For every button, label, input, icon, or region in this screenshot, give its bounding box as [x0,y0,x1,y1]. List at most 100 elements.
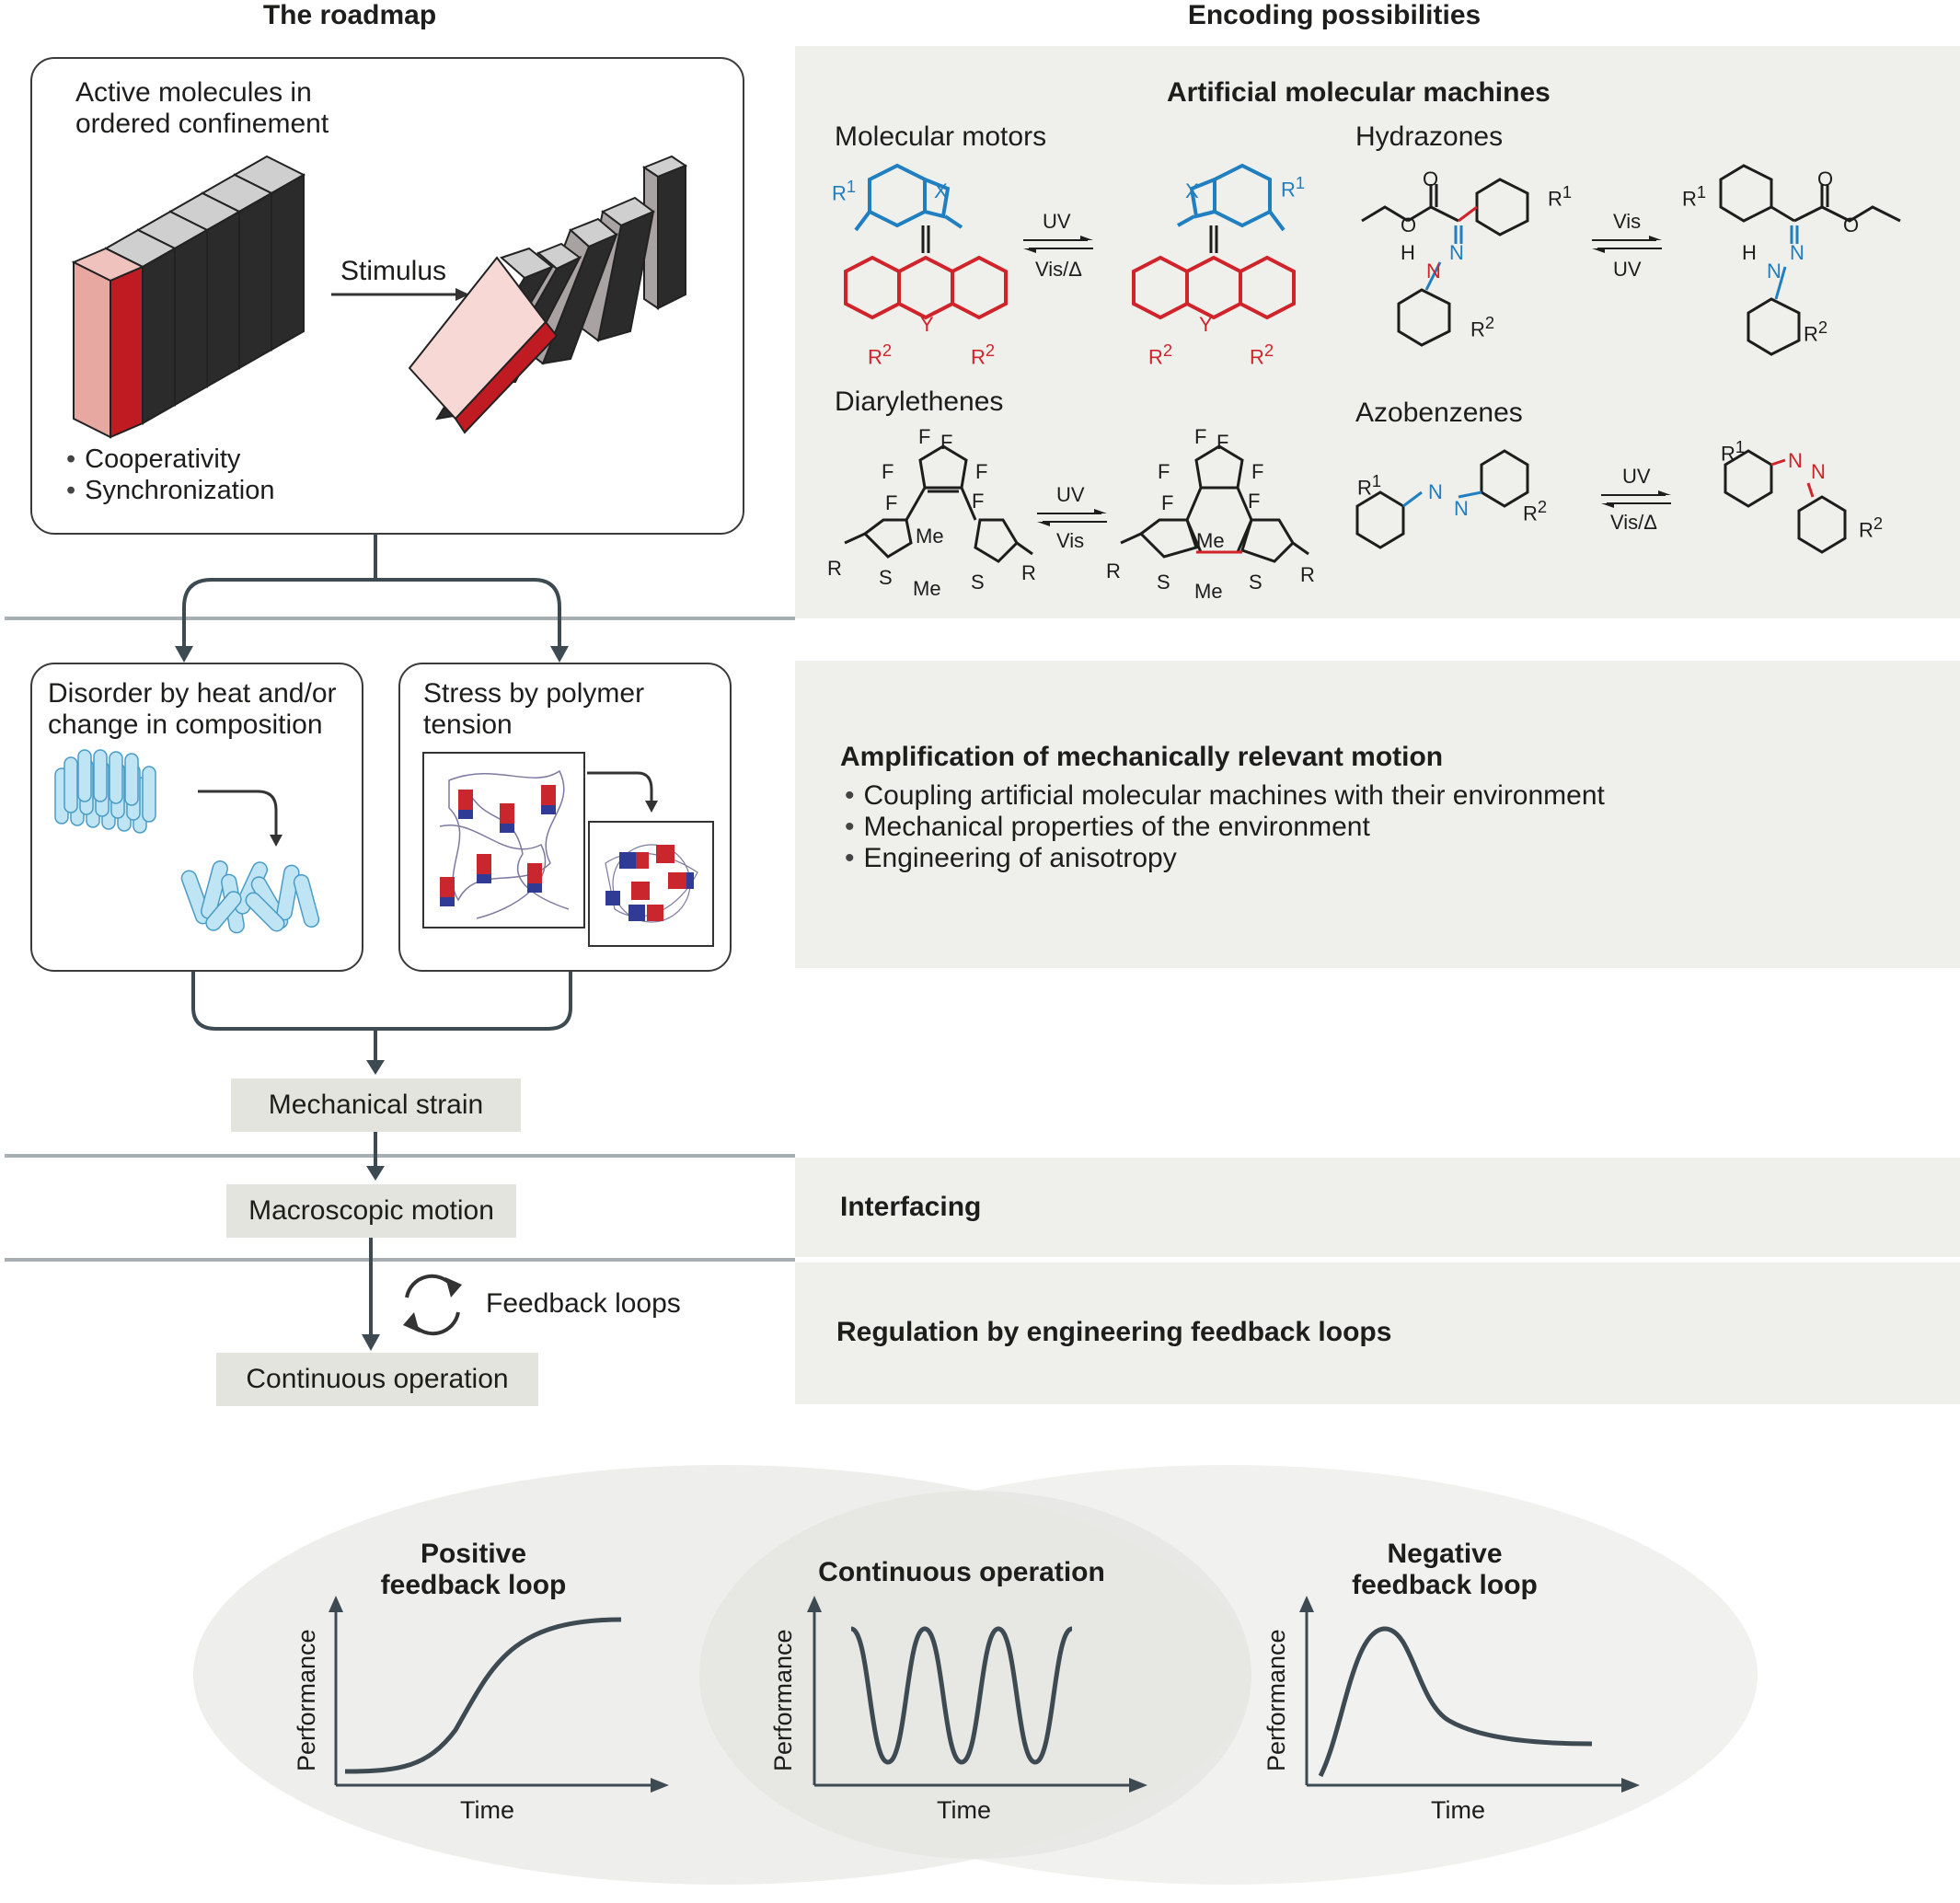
dae-right-f4: F [1251,460,1264,483]
hydrazone-left-h: H [1401,241,1415,264]
negative-chart-title: Negative feedback loop [1352,1539,1538,1600]
motor-molecule-left [844,163,1008,320]
dae-arrow-bottom: Vis [1056,529,1085,552]
amp-bullet-anisotropy: Engineering of anisotropy [845,843,1605,874]
dae-right-f3: F [1158,460,1170,483]
azo-left-r2: R2 [1523,497,1548,525]
motor-right-x: X [1185,179,1199,202]
roadmap-header: The roadmap [262,0,437,30]
motor-arrow-top: UV [1043,210,1071,233]
hydrazone-left-r2: R2 [1470,313,1495,341]
azo-equilibrium-arrow [1601,490,1671,508]
ordered-cylinders-icon [54,749,320,934]
bullet-cooperativity: Cooperativity [66,444,275,475]
azobenzene-left [1355,449,1529,549]
motor-left-r2a: R2 [868,340,893,369]
venn-background [193,1465,1758,1885]
machines-title: Artificial molecular machines [1167,77,1551,108]
dae-left-s2: S [971,571,985,594]
amp-bullet-mechanical: Mechanical properties of the environment [845,812,1605,843]
hydrazone-arrow-top: Vis [1613,210,1642,233]
continuous-ylabel: Performance [769,1629,797,1771]
amplification-title: Amplification of mechanically relevant m… [840,742,1444,772]
interfacing-title: Interfacing [840,1192,982,1222]
dae-right-f5: F [1161,491,1174,514]
negative-ylabel: Performance [1262,1629,1290,1771]
hydrazones-title: Hydrazones [1355,121,1504,152]
negative-feedback-chart [1299,1596,1640,1793]
dae-right-r1: R [1106,559,1121,582]
dae-left-f2: F [940,431,953,454]
amp-bullet-coupling: Coupling artificial molecular machines w… [845,780,1605,812]
amplification-bullets: Coupling artificial molecular machines w… [845,780,1605,874]
dae-right-r2: R [1300,563,1315,586]
dae-right-me1: Me [1196,529,1225,552]
domino-stack-icon [71,155,306,439]
continuous-xlabel: Time [937,1796,991,1824]
dae-right-f1: F [1194,425,1207,448]
regulation-panel [795,1263,1960,1404]
hydrazone-left-o1: O [1423,167,1439,190]
dae-left-r1: R [827,557,842,580]
negative-feedback-curve [1318,1626,1593,1778]
dae-left-f6: F [972,490,985,513]
motor-arrow-bottom: Vis/Δ [1035,258,1082,281]
azo-left-r1: R1 [1357,471,1382,500]
motors-title: Molecular motors [835,121,1047,152]
dae-left-me2: Me [913,577,941,600]
motor-right-r1: R1 [1281,173,1306,202]
hydrazone-right [1719,164,1901,356]
azo-arrow-bottom: Vis/Δ [1610,511,1657,534]
motor-left-r2b: R2 [971,340,996,369]
hydrazone-left [1361,178,1529,347]
dae-left-s1: S [879,566,893,589]
azo-arrow-top: UV [1622,465,1651,488]
azo-left-n2: N [1454,497,1469,520]
regulation-title: Regulation by engineering feedback loops [836,1317,1392,1347]
motor-right-r2a: R2 [1148,340,1173,369]
machines-panel [795,46,1960,618]
continuous-operation-tag: Continuous operation [216,1353,538,1406]
azobenzenes-title: Azobenzenes [1355,398,1523,428]
hydrazone-left-n2: N [1426,260,1441,283]
hydrazone-equilibrium-arrow [1592,236,1662,253]
disorder-title: Disorder by heat and/or change in compos… [48,678,337,740]
azo-right-n1: N [1788,449,1803,472]
motor-equilibrium-arrow [1023,236,1093,253]
hydrazone-right-h: H [1742,241,1757,264]
encoding-header: Encoding possibilities [1187,0,1482,30]
azobenzene-right [1724,449,1847,554]
positive-ylabel: Performance [293,1629,320,1771]
azo-right-n2: N [1811,460,1826,483]
feedback-loop-icon [403,1274,462,1336]
dae-left-r2: R [1021,561,1036,584]
feedback-loops-label: Feedback loops [486,1288,681,1319]
ordered-confinement-title: Active molecules in ordered confinement [75,77,329,139]
positive-xlabel: Time [460,1796,514,1824]
dae-left-f3: F [882,460,894,483]
azo-left-n1: N [1428,480,1443,503]
dae-left-f5: F [885,491,898,514]
oscillation-curve [849,1626,1074,1765]
hydrazone-right-n1: N [1790,241,1804,264]
dae-arrow-top: UV [1056,483,1085,506]
motor-left-x: X [934,179,948,202]
motor-molecule-right [1132,163,1296,320]
mechanical-strain-tag: Mechanical strain [231,1078,521,1132]
dae-right-me2: Me [1194,580,1223,603]
stimulus-arrow [331,288,469,301]
dae-right-s1: S [1157,571,1170,594]
dae-right-s2: S [1249,571,1262,594]
dae-left-f4: F [975,460,988,483]
azo-right-r1: R1 [1721,437,1746,466]
polymer-network-icon [422,752,714,947]
hydrazone-right-o2: O [1843,213,1860,236]
dae-right-f2: F [1216,431,1229,454]
continuous-operation-chart [807,1596,1147,1793]
stimulus-label: Stimulus [340,256,447,286]
diarylethene-right [1120,444,1309,563]
hydrazone-arrow-bottom: UV [1613,258,1642,281]
motor-left-y: Y [920,313,934,336]
branch-connector-top [175,534,572,1351]
